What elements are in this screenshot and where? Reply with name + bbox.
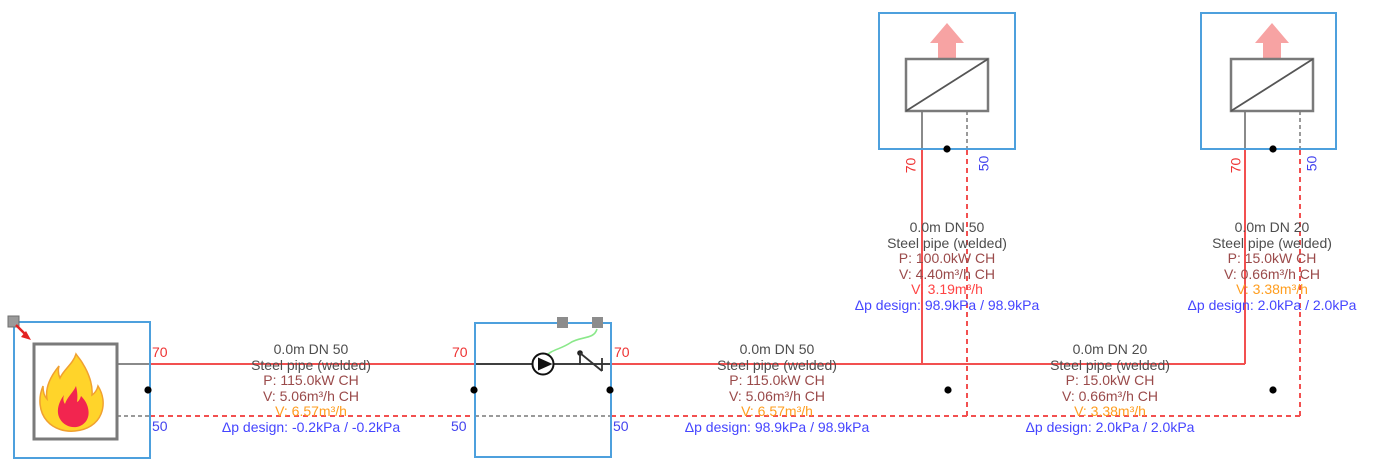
pipe-flow-ch-label: V: 4.40m³/h CH: [899, 265, 995, 282]
pipe-power-label: P: 115.0kW CH: [729, 372, 825, 388]
check-valve-icon[interactable]: [577, 350, 603, 372]
pipe-power-label: P: 100.0kW CH: [898, 250, 996, 266]
pipe-material-label: Steel pipe (welded): [717, 356, 837, 373]
boiler-selection-handle[interactable]: [7, 315, 20, 328]
pipe-material-label: Steel pipe (welded): [251, 356, 371, 373]
return-temp-label-riser2: 50: [1303, 155, 1320, 172]
pipe-dimension-label: 0.0m DN 50: [273, 341, 349, 357]
pipe-flow-ch-label: V: 5.06m³/h CH: [263, 387, 359, 404]
node-consumer1[interactable]: [943, 145, 951, 153]
node-boiler-outlet[interactable]: [144, 386, 152, 394]
flame-inner: [57, 386, 89, 428]
move-arrow-icon[interactable]: [15, 324, 31, 340]
pipe-flow-label: V: 3.38m³/h: [1236, 281, 1308, 297]
pipe-label-riser1: 0.0m DN 50 Steel pipe (welded) P: 100.0k…: [854, 219, 1040, 313]
pipe-dp-label: Δp design: 98.9kPa / 98.9kPa: [684, 418, 870, 435]
node-pump-inlet[interactable]: [470, 386, 478, 394]
pipe-dimension-label: 0.0m DN 50: [909, 219, 985, 235]
pump-port-handle-left[interactable]: [557, 317, 568, 328]
heat-emission-arrow-icon-1: [930, 23, 964, 61]
pump-control-link: [545, 328, 598, 357]
node-riser2-branch[interactable]: [1269, 386, 1277, 394]
supply-temp-label-boiler: 70: [152, 344, 168, 360]
pump-icon[interactable]: [531, 352, 555, 376]
pipe-dimension-label: 0.0m DN 20: [1234, 219, 1310, 235]
pipe-label-pump-riser1: 0.0m DN 50 Steel pipe (welded) P: 115.0k…: [684, 341, 870, 435]
pipe-dp-label: Δp design: 2.0kPa / 2.0kPa: [1187, 296, 1357, 313]
pipe-flow-warning-label: V: 3.19m³/h: [911, 281, 983, 297]
consumer2-box[interactable]: [1200, 12, 1337, 150]
heat-exchanger-symbol-1[interactable]: [904, 57, 990, 113]
pipe-material-label: Steel pipe (welded): [1212, 234, 1332, 251]
pipe-flow-ch-label: V: 5.06m³/h CH: [729, 387, 825, 404]
pipe-label-riser2: 0.0m DN 20 Steel pipe (welded) P: 15.0kW…: [1187, 219, 1357, 313]
pipe-label-riser1-riser2: 0.0m DN 20 Steel pipe (welded) P: 15.0kW…: [1025, 341, 1195, 435]
supply-temp-label-riser2: 70: [1227, 157, 1244, 174]
pipe-dp-label: Δp design: -0.2kPa / -0.2kPa: [221, 418, 401, 435]
pipe-material-label: Steel pipe (welded): [1050, 356, 1170, 373]
pipe-dp-label: Δp design: 2.0kPa / 2.0kPa: [1025, 418, 1195, 435]
pipe-power-label: P: 15.0kW CH: [1065, 372, 1155, 388]
node-riser1-branch[interactable]: [944, 386, 952, 394]
pipe-power-label: P: 15.0kW CH: [1227, 250, 1317, 266]
return-temp-label-boiler: 50: [152, 418, 168, 434]
pipe-flow-label: V: 6.57m³/h: [275, 403, 347, 419]
supply-temp-label-pump-out: 70: [614, 344, 630, 360]
pipe-label-boiler-pump: 0.0m DN 50 Steel pipe (welded) P: 115.0k…: [221, 341, 401, 435]
node-pump-outlet[interactable]: [606, 386, 614, 394]
pipe-flow-label: V: 6.57m³/h: [741, 403, 813, 419]
pipe-power-label: P: 115.0kW CH: [263, 372, 359, 388]
return-temp-label-pump-out: 50: [613, 418, 629, 434]
return-temp-label-riser1: 50: [975, 155, 992, 172]
pump-box[interactable]: [474, 322, 612, 458]
pipe-dimension-label: 0.0m DN 50: [739, 341, 815, 357]
pipe-dimension-label: 0.0m DN 20: [1072, 341, 1148, 357]
node-consumer2[interactable]: [1269, 145, 1277, 153]
return-temp-label-pump-in: 50: [451, 418, 467, 434]
pipe-flow-ch-label: V: 0.66m³/h CH: [1062, 387, 1158, 404]
heat-exchanger-symbol-2[interactable]: [1229, 57, 1315, 113]
supply-temp-label-pump-in: 70: [452, 344, 468, 360]
pipe-flow-ch-label: V: 0.66m³/h CH: [1224, 265, 1320, 282]
pipe-flow-label: V: 3.38m³/h: [1074, 403, 1146, 419]
flame-icon: [39, 352, 104, 432]
supply-temp-label-riser1: 70: [902, 157, 919, 174]
pipe-dp-label: Δp design: 98.9kPa / 98.9kPa: [854, 296, 1040, 313]
heat-emission-arrow-icon-2: [1255, 23, 1289, 61]
pump-port-handle-right[interactable]: [592, 317, 603, 328]
pipe-material-label: Steel pipe (welded): [887, 234, 1007, 251]
